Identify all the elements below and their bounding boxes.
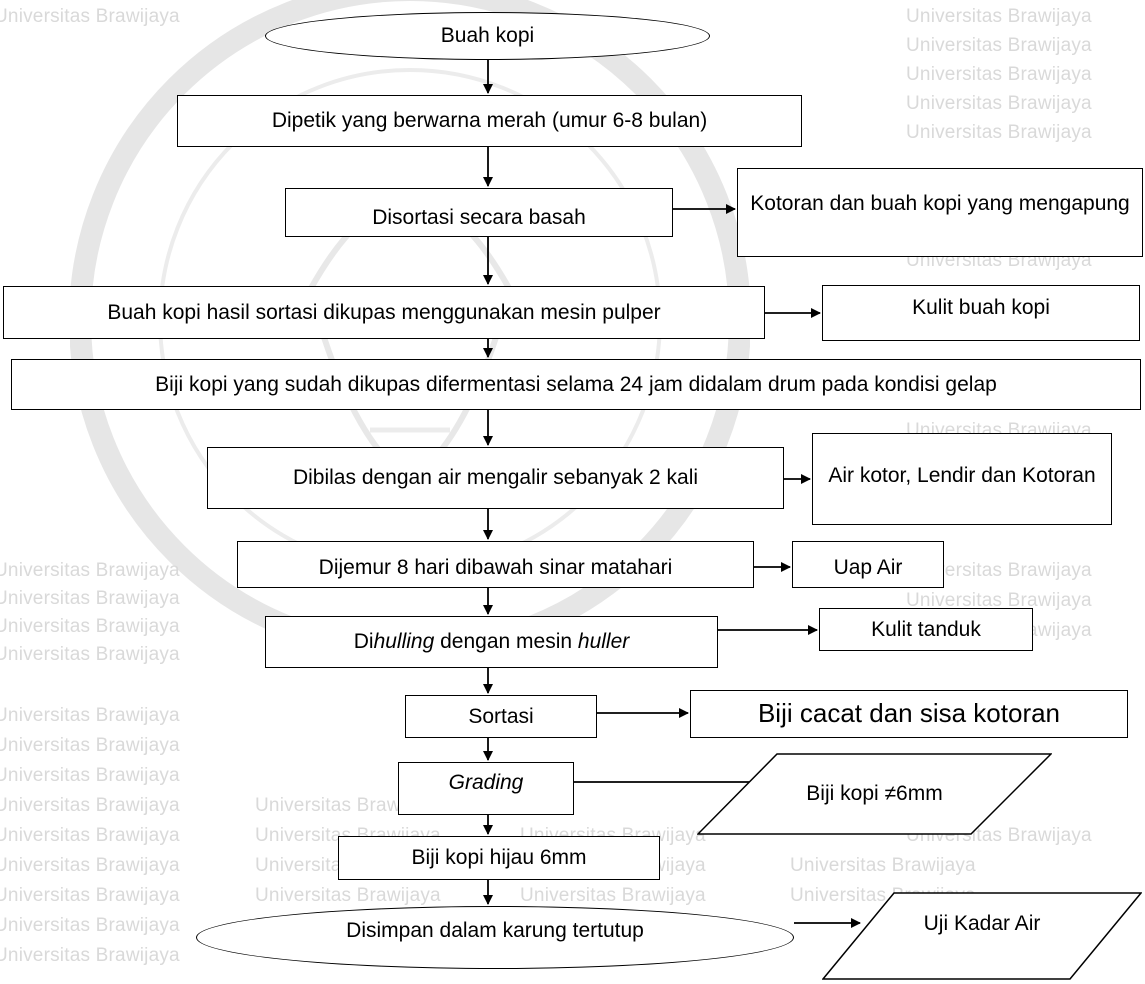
step-hull: Dihulling dengan mesin huller: [265, 616, 718, 668]
start-oval: Buah kopi: [265, 12, 710, 60]
output-rinse: Air kotor, Lendir dan Kotoran: [812, 433, 1112, 525]
output-hull: Kulit tanduk: [819, 608, 1033, 651]
output-dry: Uap Air: [792, 541, 944, 588]
step-sort-wet-label: Disortasi secara basah: [372, 205, 586, 229]
output-rinse-label: Air kotor, Lendir dan Kotoran: [828, 464, 1096, 488]
step-green-bean: Biji kopi hijau 6mm: [338, 836, 660, 880]
output-grading-label: Biji kopi ≠6mm: [806, 782, 943, 805]
step-hull-italic2: huller: [577, 630, 630, 654]
step-pick: Dipetik yang berwarna merah (umur 6-8 bu…: [177, 95, 802, 147]
step-grading-label: Grading: [448, 770, 524, 794]
step-hull-mid: dengan mesin: [434, 630, 578, 654]
step-hull-italic: hulling: [373, 630, 435, 654]
end-oval-store-label: Disimpan dalam karung tertutup: [346, 918, 644, 942]
output-sortasi: Biji cacat dan sisa kotoran: [690, 690, 1128, 738]
output-dry-label: Uap Air: [833, 555, 903, 579]
output-sort-wet-label: Kotoran dan buah kopi yang mengapung: [750, 191, 1130, 215]
step-hull-prefix: Di: [353, 630, 374, 654]
output-store: Uji Kadar Air: [822, 892, 1142, 980]
end-oval-store: Disimpan dalam karung tertutup: [196, 906, 794, 969]
output-peel: Kulit buah kopi: [822, 285, 1140, 341]
step-sortasi: Sortasi: [405, 695, 597, 738]
parallelogram-shape: [822, 892, 1142, 980]
output-sort-wet: Kotoran dan buah kopi yang mengapung: [737, 168, 1143, 257]
step-peel: Buah kopi hasil sortasi dikupas mengguna…: [3, 286, 765, 339]
step-ferment: Biji kopi yang sudah dikupas difermentas…: [11, 359, 1141, 410]
output-peel-label: Kulit buah kopi: [912, 296, 1050, 320]
step-sort-wet: Disortasi secara basah: [285, 188, 673, 237]
step-dry-label: Dijemur 8 hari dibawah sinar matahari: [318, 555, 673, 579]
step-hull-label: Dihulling dengan mesin huller: [354, 628, 630, 655]
step-rinse: Dibilas dengan air mengalir sebanyak 2 k…: [207, 447, 784, 509]
step-dry: Dijemur 8 hari dibawah sinar matahari: [237, 541, 754, 588]
output-store-label: Uji Kadar Air: [923, 912, 1041, 935]
output-grading: Biji kopi ≠6mm: [697, 753, 1052, 835]
step-grading: Grading: [398, 762, 574, 815]
parallelogram-shape: [697, 753, 1052, 835]
